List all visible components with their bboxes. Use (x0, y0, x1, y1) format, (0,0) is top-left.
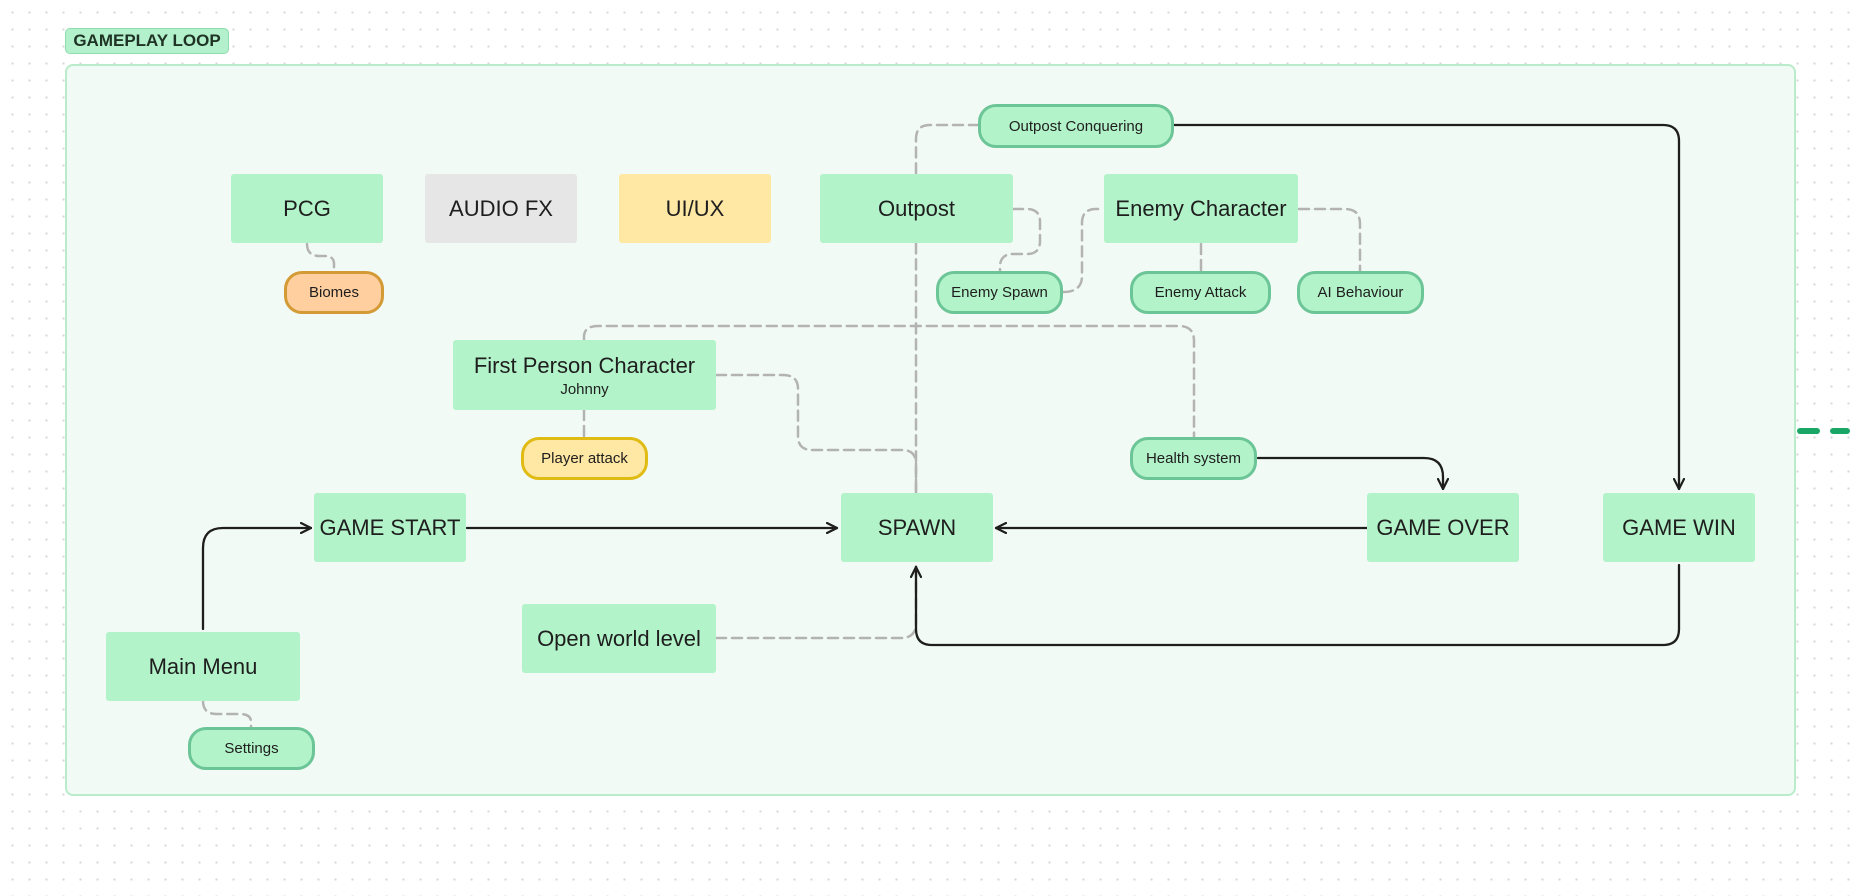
open-world-level-label: Open world level (537, 625, 701, 651)
ui-ux-note[interactable]: UI/UX (619, 174, 771, 243)
audio-fx-note[interactable]: AUDIO FX (425, 174, 577, 243)
game-win-note[interactable]: GAME WIN (1603, 493, 1755, 562)
connector-first-person-to-health-system (582, 324, 1196, 439)
main-menu-label: Main Menu (148, 653, 258, 679)
pcg-label: PCG (283, 195, 331, 221)
outpost-label: Outpost (877, 195, 956, 221)
enemy-attack-pill[interactable]: Enemy Attack (1130, 271, 1271, 314)
connector-first-person-to-spawn (714, 373, 918, 495)
outpost-conquering-label: Outpost Conquering (1008, 117, 1144, 135)
first-person-character-label: First Person Character (473, 352, 696, 378)
connector-open-world-to-spawn (714, 562, 918, 640)
enemy-character-label: Enemy Character (1115, 195, 1287, 221)
biomes-pill[interactable]: Biomes (284, 271, 384, 314)
outpost-conquering-pill[interactable]: Outpost Conquering (978, 104, 1174, 148)
enemy-spawn-label: Enemy Spawn (951, 284, 1048, 301)
settings-label: Settings (224, 740, 279, 757)
connector-pcg-to-biomes (305, 242, 336, 273)
arrow-outpost-conquering-to-game-win (1172, 123, 1679, 491)
biomes-label: Biomes (308, 284, 360, 301)
enemy-spawn-pill[interactable]: Enemy Spawn (936, 271, 1063, 314)
game-over-note[interactable]: GAME OVER (1367, 493, 1519, 562)
ai-behaviour-label: AI Behaviour (1317, 284, 1404, 301)
health-system-pill[interactable]: Health system (1130, 437, 1257, 480)
spawn-note[interactable]: SPAWN (841, 493, 993, 562)
game-start-note[interactable]: GAME START (314, 493, 466, 562)
offpage-connector-dash-2 (1830, 428, 1850, 434)
connector-enemy-spawn-to-enemy-character (1061, 207, 1105, 294)
connector-enemy-character-to-ai-behaviour (1297, 207, 1362, 273)
arrow-game-win-to-spawn (916, 563, 1681, 647)
player-attack-label: Player attack (541, 450, 628, 467)
arrow-health-system-to-game-over (1256, 456, 1443, 491)
settings-pill[interactable]: Settings (188, 727, 315, 770)
connector-outpost-conquering-to-spawn (914, 123, 981, 495)
game-start-label: GAME START (319, 514, 461, 540)
main-menu-note[interactable]: Main Menu (106, 632, 300, 701)
enemy-attack-label: Enemy Attack (1154, 284, 1247, 301)
ui-ux-label: UI/UX (665, 195, 725, 221)
game-over-label: GAME OVER (1376, 514, 1510, 540)
first-person-character-note[interactable]: First Person Character Johnny (453, 340, 716, 410)
first-person-character-subtitle: Johnny (560, 380, 609, 398)
spawn-label: SPAWN (877, 514, 957, 540)
section-title[interactable]: GAMEPLAY LOOP (65, 28, 229, 54)
arrow-main-menu-to-game-start (201, 528, 313, 631)
enemy-character-note[interactable]: Enemy Character (1104, 174, 1298, 243)
audio-fx-label: AUDIO FX (449, 195, 553, 221)
game-win-label: GAME WIN (1622, 514, 1736, 540)
offpage-connector-dash (1797, 428, 1820, 434)
player-attack-pill[interactable]: Player attack (521, 437, 648, 480)
pcg-note[interactable]: PCG (231, 174, 383, 243)
open-world-level-note[interactable]: Open world level (522, 604, 716, 673)
connector-main-menu-to-settings (201, 699, 253, 729)
health-system-label: Health system (1145, 450, 1242, 467)
ai-behaviour-pill[interactable]: AI Behaviour (1297, 271, 1424, 314)
outpost-note[interactable]: Outpost (820, 174, 1013, 243)
connector-outpost-to-enemy-spawn (998, 207, 1042, 273)
